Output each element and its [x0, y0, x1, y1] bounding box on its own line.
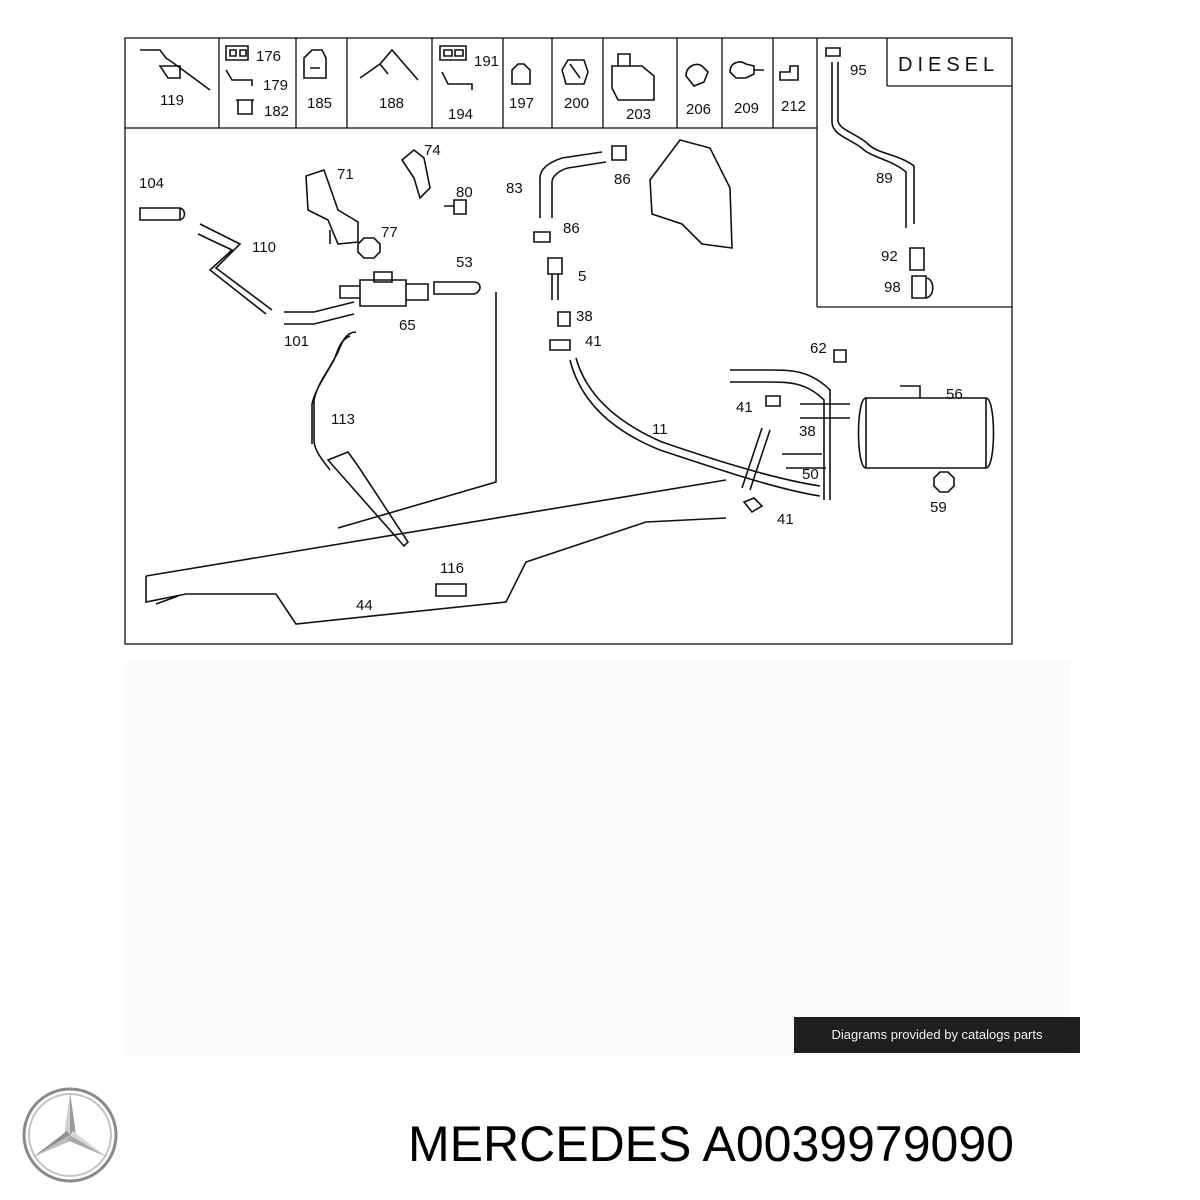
part-label: 191: [474, 53, 499, 70]
part-label: 119: [160, 92, 184, 109]
part-label: 116: [440, 560, 464, 577]
part-label: 44: [356, 597, 373, 614]
part-label: 11: [652, 421, 668, 438]
main-diagram-parts: [139, 139, 995, 625]
part-label: 113: [331, 411, 355, 428]
part-label: 203: [626, 106, 651, 123]
part-label: 176: [256, 48, 281, 65]
part-label: 209: [734, 100, 759, 117]
fuel-type-label: DIESEL: [898, 54, 999, 76]
part-label: 38: [576, 308, 593, 325]
part-label: 74: [424, 142, 441, 159]
part-label: 83: [506, 180, 523, 197]
part-label: 185: [307, 95, 332, 112]
part-label: 89: [876, 170, 893, 187]
part-label: 41: [585, 333, 602, 350]
part-label: 86: [614, 171, 631, 188]
part-label: 194: [448, 106, 473, 123]
blank-area: [125, 660, 1070, 1055]
part-label: 77: [381, 224, 398, 241]
diesel-inset-labels: 95 89 92 98: [850, 62, 901, 296]
diesel-inset: DIESEL: [816, 38, 1012, 308]
part-label: 53: [456, 254, 473, 271]
header-part-glyphs: [140, 45, 799, 115]
part-label: 95: [850, 62, 867, 79]
part-label: 80: [456, 184, 473, 201]
diagram-border: [124, 37, 1013, 645]
part-label: 104: [139, 175, 164, 192]
part-label: 5: [578, 268, 586, 285]
part-label: 212: [781, 98, 806, 115]
header-cell-dividers: [218, 38, 774, 128]
part-label: 197: [509, 95, 534, 112]
part-label: 62: [810, 340, 827, 357]
diesel-inset-parts: [825, 47, 934, 299]
brand-name: MERCEDES: [408, 1116, 692, 1172]
part-label: 206: [686, 101, 711, 118]
part-label: 188: [379, 95, 404, 112]
part-label: 41: [777, 511, 794, 528]
part-label: 92: [881, 248, 898, 265]
part-label: 86: [563, 220, 580, 237]
part-label: 38: [799, 423, 816, 440]
provider-badge: Diagrams provided by catalogs parts: [794, 1017, 1080, 1053]
part-label: 56: [946, 386, 963, 403]
brand-caption: MERCEDES A0039979090: [408, 1108, 1198, 1180]
part-number: A0039979090: [702, 1116, 1014, 1172]
part-label: 98: [884, 279, 901, 296]
part-label: 179: [263, 77, 288, 94]
parts-diagram: DIESEL 119 176 179 182 185 188 191 194 1…: [124, 37, 1013, 645]
part-label: 59: [930, 499, 947, 516]
main-diagram-labels: 104 110 101 71 74 80 77 65 53 113 83 86 …: [139, 142, 963, 614]
part-label: 110: [252, 239, 276, 256]
part-label: 65: [399, 317, 416, 334]
part-label: 41: [736, 399, 753, 416]
header-labels: 119 176 179 182 185 188 191 194 197 200 …: [160, 48, 806, 123]
mercedes-star-icon: [22, 1087, 118, 1183]
part-label: 200: [564, 95, 589, 112]
part-label: 50: [802, 466, 819, 483]
part-label: 182: [264, 103, 289, 120]
part-label: 71: [337, 166, 354, 183]
part-label: 101: [284, 333, 309, 350]
